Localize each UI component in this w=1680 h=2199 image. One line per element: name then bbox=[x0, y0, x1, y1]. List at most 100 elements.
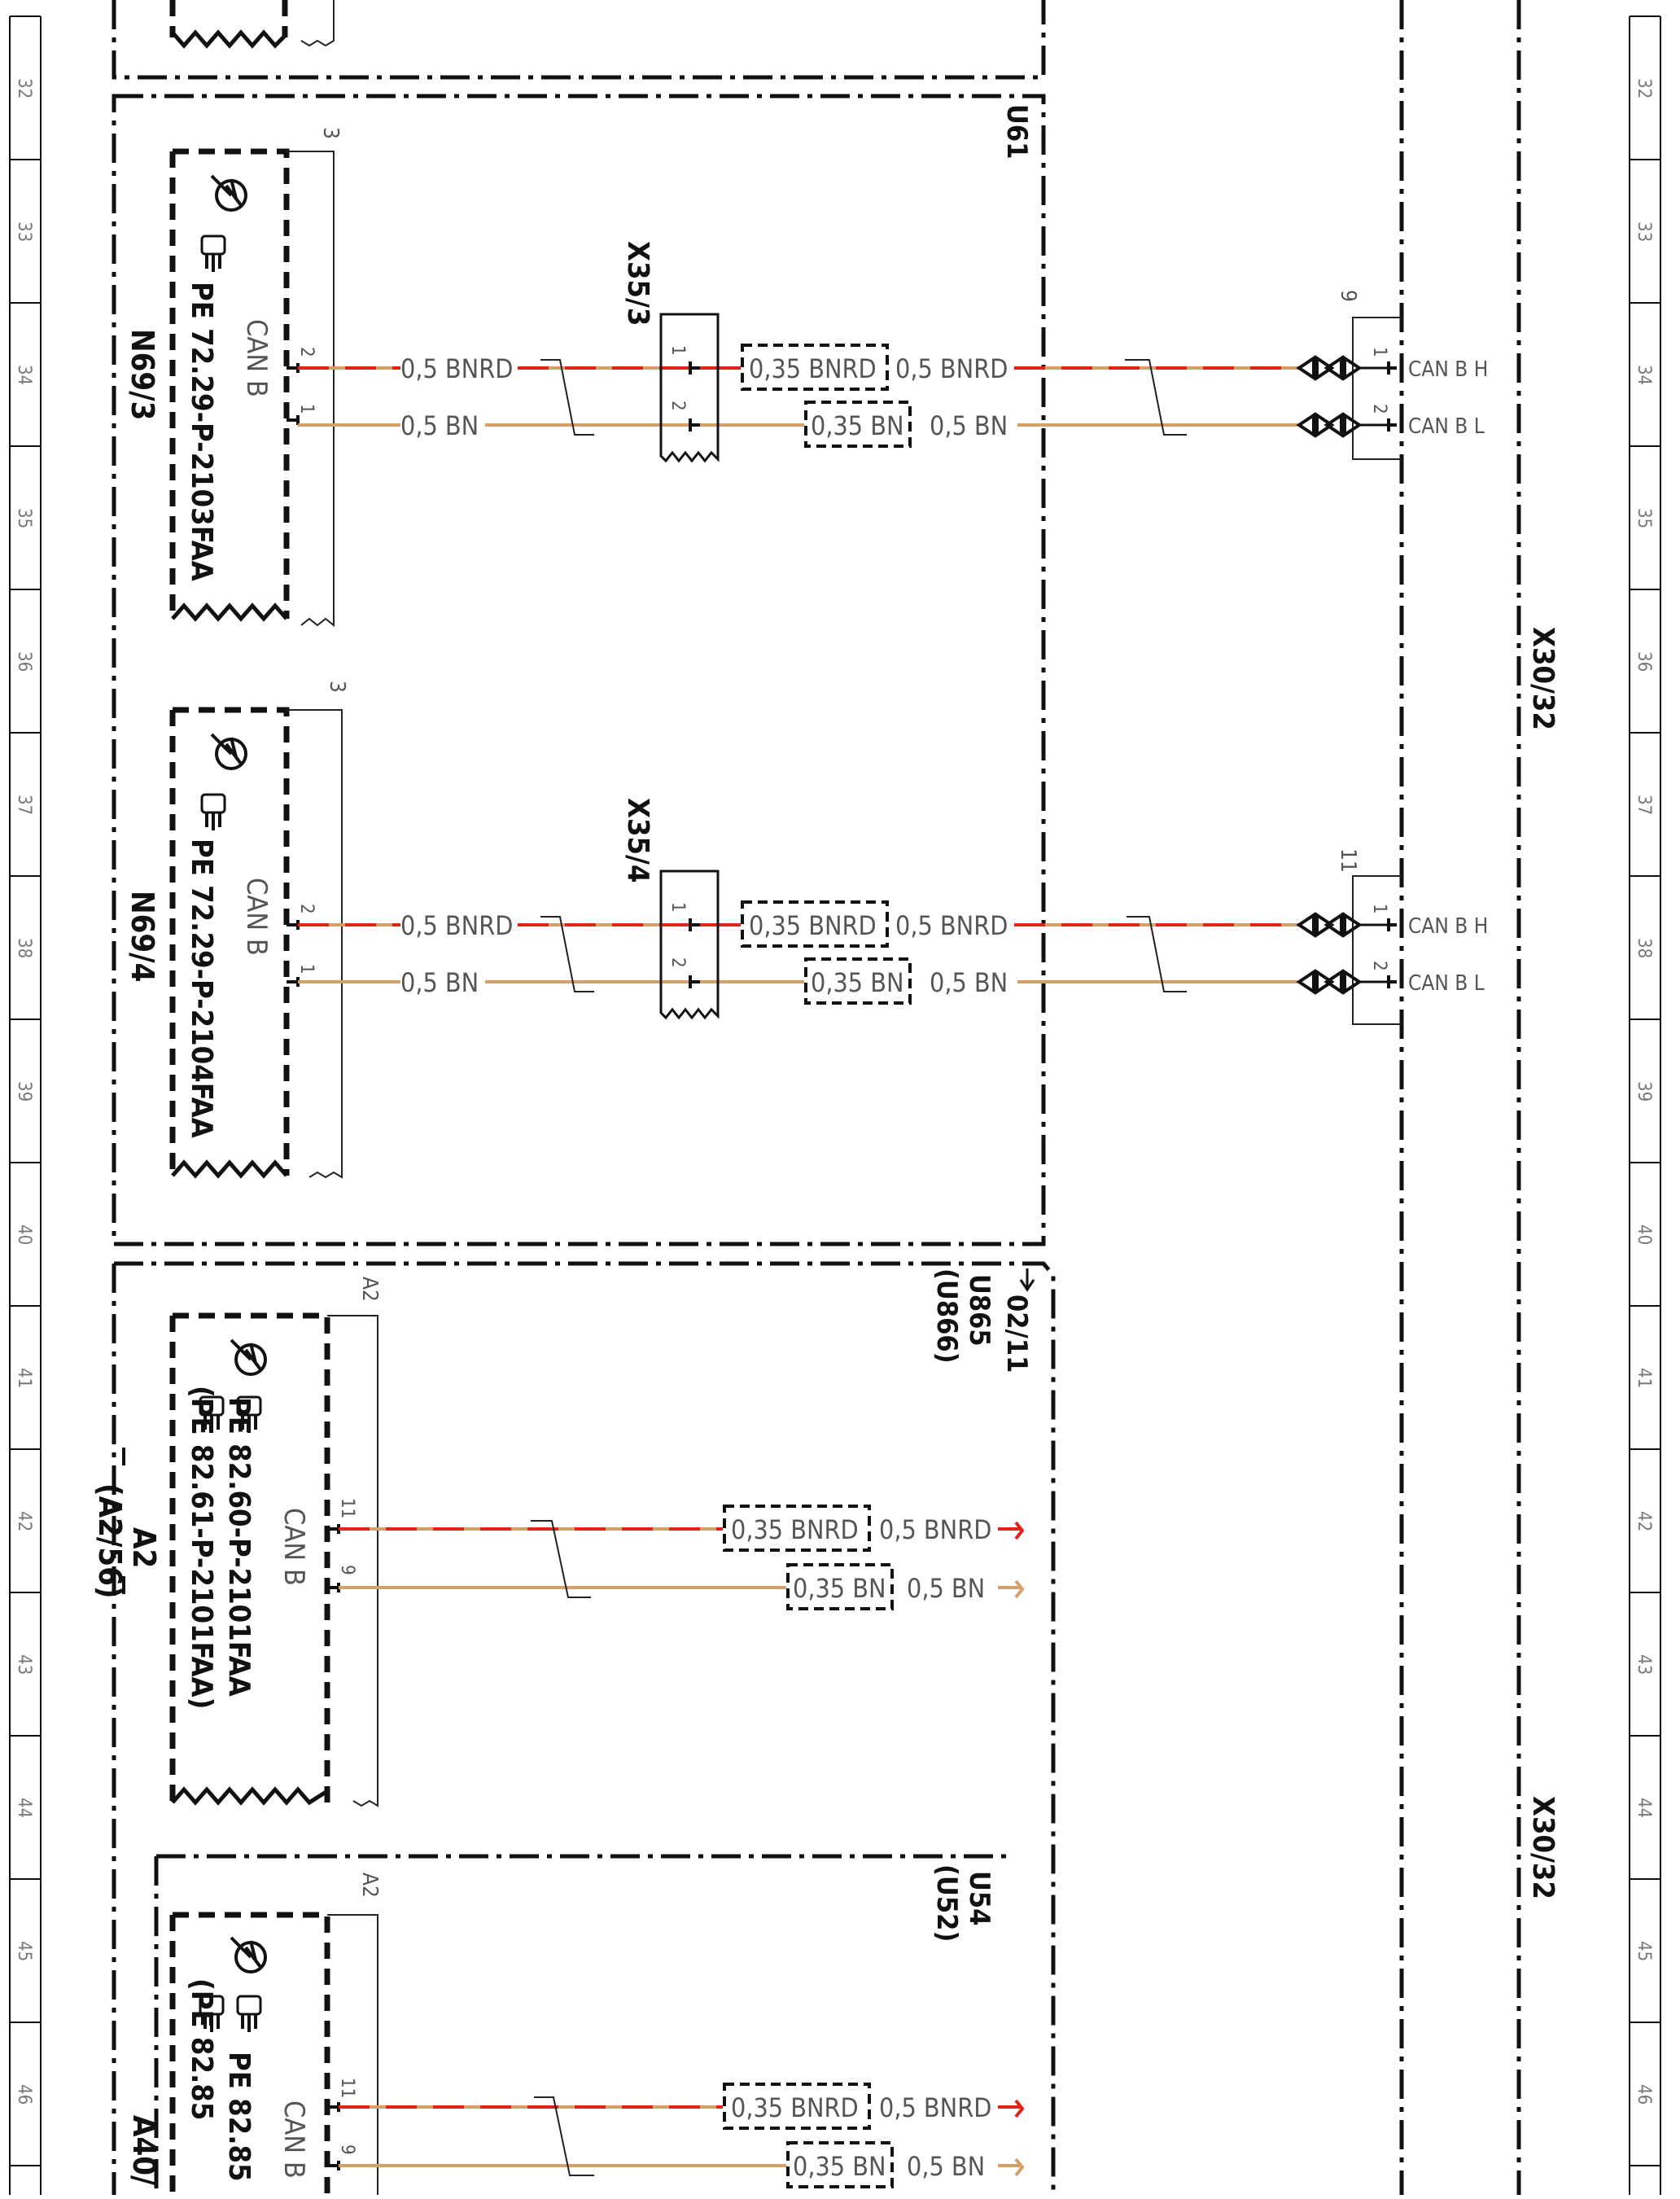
twisted-pair-marker bbox=[531, 1520, 591, 1598]
page-reference-link[interactable]: 02/11 bbox=[1000, 1294, 1033, 1373]
pointing-hand-icon bbox=[236, 1995, 262, 2032]
ecu-pins: 2 1 bbox=[287, 347, 317, 425]
diagnosis-icon bbox=[230, 1338, 267, 1376]
ecu-id-label: N69/4 bbox=[125, 891, 160, 982]
x30-32-rails: X30/32 X30/32 bbox=[1399, 0, 1560, 2195]
row-number: 42 bbox=[14, 1511, 34, 1531]
row-number: 34 bbox=[1634, 365, 1654, 385]
ecu-ref-label[interactable]: PE 72.29-P-2104FAA bbox=[185, 839, 218, 1138]
wire-label-bnrd-035: 0,35 BNRD bbox=[731, 1514, 859, 1545]
diagnosis-icon bbox=[230, 1936, 267, 1973]
ecu-a40[interactable]: A2 A40/ PE 82.85 (PE 82.85 CAN B 11 9 bbox=[126, 1873, 382, 2195]
ecu-pin-l: 9 bbox=[337, 2144, 357, 2155]
wire-label-bnrd: 0,5 BNRD bbox=[879, 2092, 991, 2123]
signal-can-b-l: CAN B L bbox=[1408, 414, 1485, 439]
row-number: 44 bbox=[1634, 1798, 1654, 1818]
pin-group-number: 9 bbox=[1336, 290, 1360, 302]
row-number: 35 bbox=[14, 508, 34, 528]
pin-1-label: 1 bbox=[1369, 904, 1389, 914]
wire-label-bnrd: 0,5 BNRD bbox=[400, 910, 513, 941]
ecu-pins: 11 9 bbox=[327, 2078, 357, 2171]
wire-run-a40: 0,35 BNRD 0,5 BNRD 0,35 BN 0,5 BN bbox=[339, 2083, 1025, 2188]
ecu-n69-4[interactable]: 3 N69/4 PE 72.29-P-2104FAA CAN B 2 1 bbox=[125, 681, 349, 1179]
row-number: 43 bbox=[14, 1654, 34, 1675]
row-number: 32 bbox=[14, 78, 34, 99]
row-number: 45 bbox=[1634, 1941, 1654, 1961]
ecu-pin-l: 9 bbox=[337, 1565, 357, 1575]
ecu-shield-number: 3 bbox=[318, 127, 343, 139]
ecu-pin-h: 2 bbox=[296, 904, 317, 914]
ecu-shield-number: A2 bbox=[357, 1277, 382, 1302]
ecu-break-line bbox=[171, 1159, 288, 1179]
pin-1-label: 1 bbox=[1369, 347, 1389, 357]
row-number: 39 bbox=[1634, 1081, 1654, 1102]
connector-id-label: X35/3 bbox=[621, 241, 654, 326]
pin-group-number: 11 bbox=[1336, 848, 1360, 873]
ecu-pin-h: 11 bbox=[337, 2078, 357, 2098]
wire-label-bn: 0,5 BN bbox=[907, 2151, 985, 2182]
wire-label-bnrd-035: 0,35 BNRD bbox=[731, 2092, 859, 2123]
row-number: 39 bbox=[14, 1081, 34, 1102]
row-number: 46 bbox=[1634, 2084, 1654, 2105]
ecu-n69-3[interactable]: 3 N69/3 PE 72.29-P-2103FAA CAN B 2 1 bbox=[125, 127, 343, 628]
wire-continuation-icon bbox=[998, 1579, 1025, 1599]
wire-run-n69-3: 0,5 BNRD 0,35 BNRD 0,5 BNRD 0,5 BN 0,35 … bbox=[298, 344, 1299, 448]
wire-label-bnrd: 0,5 BNRD bbox=[895, 353, 1008, 384]
row-number: 33 bbox=[14, 221, 34, 242]
row-number: 32 bbox=[1634, 78, 1654, 99]
pointing-hand-icon bbox=[200, 234, 226, 272]
frame-u52-label: (U52) bbox=[930, 1864, 963, 1942]
row-number: 33 bbox=[1634, 221, 1654, 242]
row-number: 44 bbox=[14, 1798, 34, 1818]
connector-x35-3[interactable]: X35/3 1 2 bbox=[621, 241, 720, 463]
ecu-shield-number: A2 bbox=[357, 1873, 382, 1898]
plug-connector-icon bbox=[1296, 355, 1363, 438]
wire-label-bn-035: 0,35 BN bbox=[811, 967, 904, 998]
ecu-pin-h: 2 bbox=[296, 347, 317, 357]
wire-label-bn: 0,5 BN bbox=[907, 1573, 985, 1604]
wire-label-bn: 0,5 BN bbox=[400, 967, 479, 998]
wire-label-bnrd: 0,5 BNRD bbox=[879, 1514, 991, 1545]
row-number: 37 bbox=[1634, 795, 1654, 815]
pointing-hand-icon-alt bbox=[199, 1395, 225, 1433]
wire-continuation-icon bbox=[998, 2099, 1025, 2118]
connector-pin-2: 2 bbox=[667, 401, 688, 411]
twisted-pair-marker bbox=[1127, 916, 1187, 992]
wire-continuation-icon bbox=[998, 2157, 1025, 2177]
signal-can-b-h: CAN B H bbox=[1408, 914, 1488, 939]
connector-x35-4[interactable]: X35/4 1 2 bbox=[621, 798, 720, 1020]
ecu-ref-label[interactable]: PE 72.29-P-2103FAA bbox=[185, 282, 218, 581]
diagnosis-icon bbox=[210, 733, 247, 770]
wire-continuation-icon bbox=[998, 1521, 1025, 1540]
ecu-break-line bbox=[171, 602, 288, 622]
wire-label-bn: 0,5 BN bbox=[930, 410, 1008, 441]
ecu-pins: 11 9 bbox=[327, 1498, 357, 1592]
x30-pin-group-b[interactable]: 11 1 2 CAN B H CAN B L bbox=[1296, 848, 1488, 1025]
connector-pin-1: 1 bbox=[667, 345, 688, 356]
ecu-bus-label: CAN B bbox=[278, 2100, 310, 2179]
wire-label-bn-035: 0,35 BN bbox=[811, 410, 904, 441]
row-number: 36 bbox=[1634, 651, 1654, 672]
x30-pin-group-a[interactable]: 9 1 2 CAN B H CAN B L bbox=[1296, 290, 1488, 460]
row-number: 46 bbox=[14, 2084, 34, 2105]
wire-label-bnrd: 0,5 BNRD bbox=[400, 353, 513, 384]
row-number: 38 bbox=[14, 938, 34, 958]
wire-label-bn: 0,5 BN bbox=[400, 410, 479, 441]
ecu-bus-label: CAN B bbox=[278, 1508, 310, 1586]
ecu-a2[interactable]: A2 A2 (A2/56) PE 82.60-P-2101FAA (PE 82.… bbox=[92, 1277, 382, 1807]
ecu-id-label: A2 bbox=[126, 1527, 162, 1568]
row-number: 45 bbox=[14, 1941, 34, 1961]
ecu-ref-label[interactable]: PE 82.60-P-2101FAA bbox=[222, 1397, 256, 1697]
frame-u54: U54 (U52) bbox=[154, 1854, 1013, 2195]
connector-id-label: X35/4 bbox=[621, 798, 654, 883]
ecu-pin-l: 1 bbox=[296, 964, 317, 975]
ecu-alt-ref-label[interactable]: (PE 82.61-P-2101FAA) bbox=[185, 1386, 218, 1709]
ecu-ref-label[interactable]: PE 82.85 bbox=[222, 2052, 256, 2182]
pointing-hand-icon-alt bbox=[199, 1995, 225, 2032]
ecu-shield-bracket bbox=[327, 1315, 378, 1807]
x30-32-label-lower: X30/32 bbox=[1526, 1796, 1560, 1899]
pointing-hand-icon bbox=[236, 1395, 262, 1433]
ecu-alt-id-label: (A2/56) bbox=[92, 1483, 128, 1599]
wire-label-bn-035: 0,35 BN bbox=[793, 1573, 886, 1604]
